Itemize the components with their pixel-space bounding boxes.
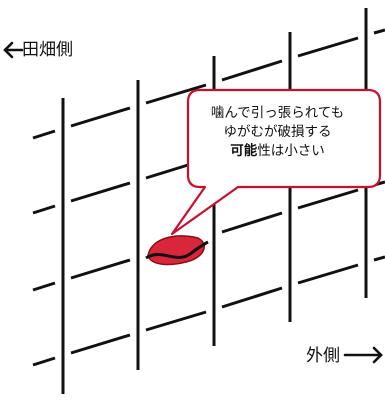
- horizontal-wire-segment: [221, 59, 283, 82]
- horizontal-wire-segment: [145, 310, 207, 332]
- outer-side-label: 外側: [306, 346, 340, 366]
- horizontal-wire-segment: [32, 281, 56, 292]
- inner-side-label: 田畑側: [22, 40, 73, 60]
- horizontal-wire-segment: [70, 106, 131, 128]
- horizontal-wire-segment: [221, 211, 283, 234]
- bent-wire-marker: [145, 235, 209, 266]
- horizontal-wire-segment: [297, 36, 359, 58]
- bent-wire: [145, 240, 209, 260]
- right-arrow-icon: [343, 346, 383, 364]
- horizontal-wire-segment: [297, 188, 359, 210]
- horizontal-wire-segment: [70, 258, 131, 280]
- horizontal-wire-segment: [145, 83, 207, 105]
- horizontal-wire-segment: [373, 255, 385, 262]
- callout-text: 噛んで引っ張られても ゆがむが破損する 可能性は小さい: [170, 104, 385, 161]
- horizontal-wire-segment: [70, 181, 131, 203]
- callout-line-3: 可能性は小さい: [170, 142, 385, 161]
- horizontal-wire-segment: [145, 163, 189, 180]
- horizontal-wire-segment: [32, 204, 56, 215]
- callout-line-3-rest: 性は小さい: [257, 143, 325, 159]
- horizontal-wire-segment: [32, 356, 56, 367]
- horizontal-wire-segment: [373, 28, 385, 35]
- horizontal-wire-segment: [70, 333, 131, 355]
- horizontal-wire-segment: [297, 263, 359, 285]
- horizontal-wires: [32, 28, 385, 367]
- callout-line-2: ゆがむが破損する: [223, 124, 332, 140]
- damage-highlight: [147, 235, 205, 266]
- left-arrow-icon: [3, 41, 24, 59]
- callout-line-1: 噛んで引っ張られても: [210, 105, 345, 121]
- horizontal-wire-segment: [32, 129, 56, 140]
- callout-line-3-emphasis: 可能: [230, 143, 258, 159]
- horizontal-wire-segment: [221, 286, 283, 309]
- callout-bubble: [170, 88, 382, 236]
